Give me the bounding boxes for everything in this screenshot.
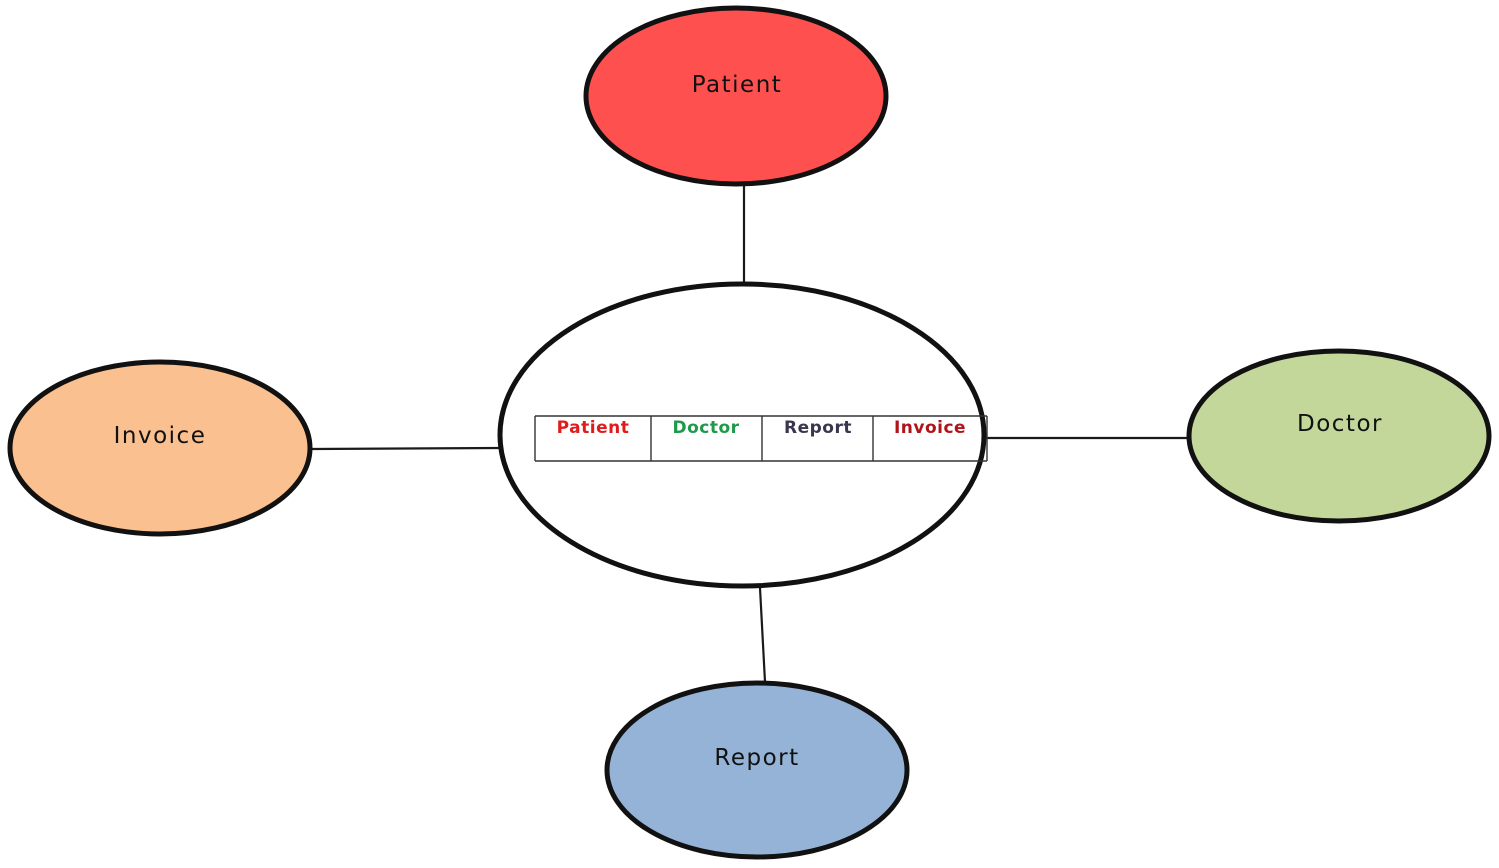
edge-hub-report xyxy=(758,587,767,683)
patient-label: Patient xyxy=(692,72,783,98)
hub-ellipse xyxy=(497,281,987,589)
invoice-node: Invoice xyxy=(7,359,313,537)
patient-node: Patient xyxy=(583,5,889,187)
tab-report[interactable]: Report xyxy=(784,418,852,438)
doctor-label: Doctor xyxy=(1297,411,1383,437)
report-node: Report xyxy=(604,680,910,860)
hub-tab-bar: Patient Doctor Report Invoice xyxy=(534,415,988,462)
edge-hub-invoice xyxy=(311,446,501,451)
tab-doctor[interactable]: Doctor xyxy=(672,418,739,438)
hub-node: Patient Doctor Report Invoice xyxy=(497,281,988,589)
report-label: Report xyxy=(714,745,799,771)
report-ellipse xyxy=(604,680,910,860)
patient-ellipse xyxy=(583,5,889,187)
invoice-label: Invoice xyxy=(114,423,207,449)
doctor-ellipse xyxy=(1186,348,1492,524)
tab-invoice[interactable]: Invoice xyxy=(894,418,966,438)
tab-patient[interactable]: Patient xyxy=(557,418,630,438)
invoice-ellipse xyxy=(7,359,313,537)
doctor-node: Doctor xyxy=(1186,348,1492,524)
